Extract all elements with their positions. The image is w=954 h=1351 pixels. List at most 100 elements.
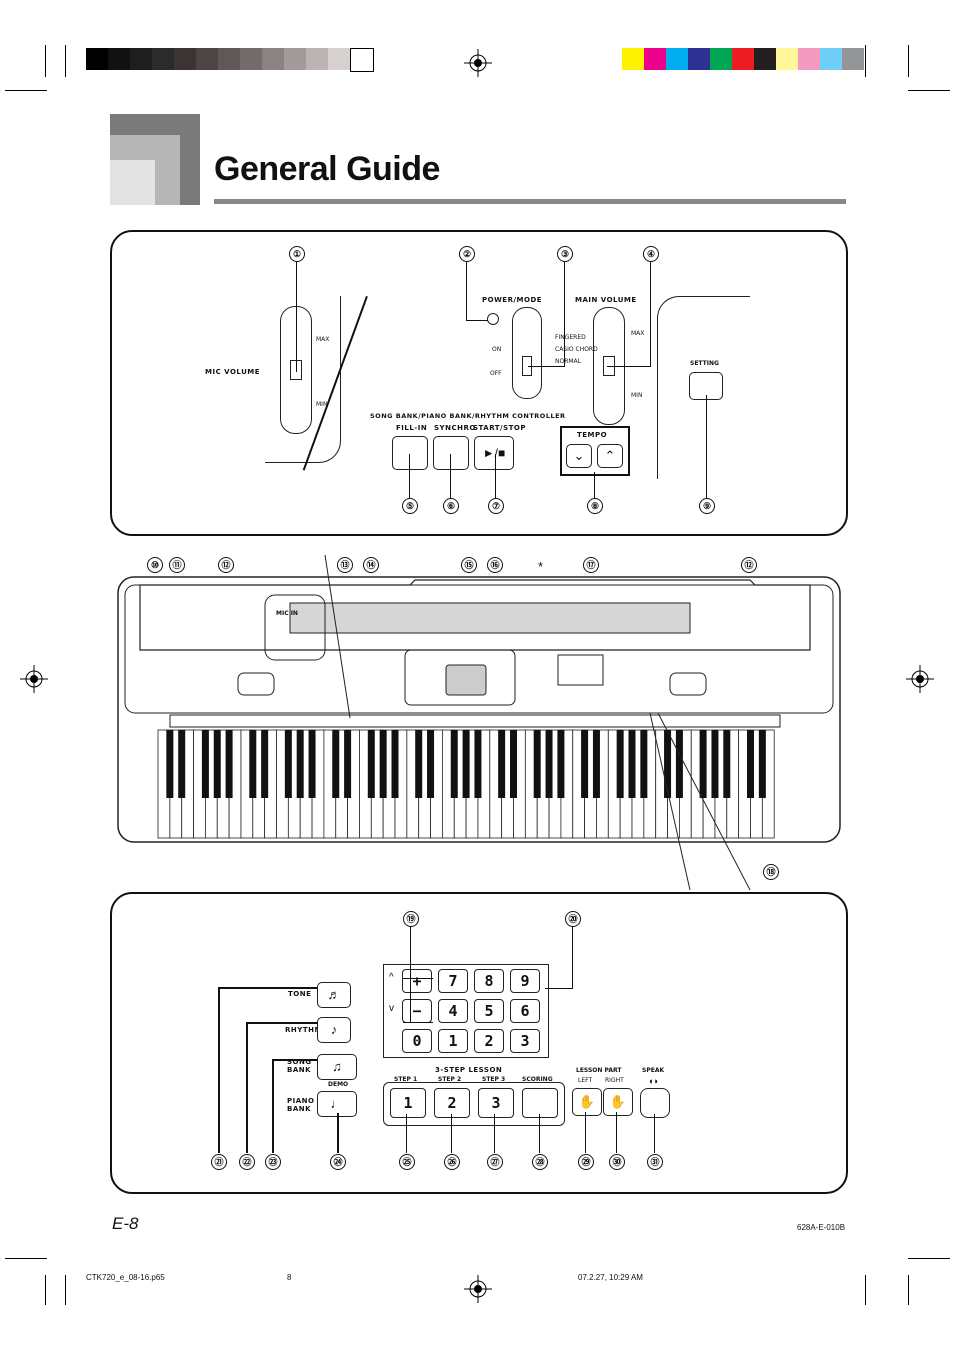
black-key: [533, 730, 541, 798]
callout-27: ㉗: [487, 1154, 503, 1170]
callout-22: ㉒: [239, 1154, 255, 1170]
black-key: [296, 730, 304, 798]
main-max-label: MAX: [631, 330, 645, 337]
asterisk-mark: *: [538, 559, 544, 574]
keypad-down-mark: v: [389, 1003, 394, 1014]
footer-file: CTK720_e_08-16.p65: [86, 1273, 165, 1282]
title-rule: [214, 199, 846, 204]
color-swatch: [842, 48, 864, 70]
synchro-button[interactable]: [433, 436, 469, 470]
off-label: OFF: [490, 370, 502, 377]
start-stop-label: START/STOP: [473, 424, 526, 432]
callout-24: ㉔: [330, 1154, 346, 1170]
keypad-key[interactable]: 7: [438, 969, 468, 993]
start-stop-button[interactable]: ►/■: [474, 436, 514, 470]
tempo-up-button[interactable]: ⌃: [597, 444, 623, 468]
callout-3: ③: [557, 246, 573, 262]
speak-button[interactable]: [640, 1088, 670, 1118]
callout-19: ⑲: [403, 911, 419, 927]
black-key: [332, 730, 340, 798]
callout-23: ㉓: [265, 1154, 281, 1170]
tone-button[interactable]: ♬: [317, 982, 351, 1008]
callout-13: ⑬: [337, 557, 353, 573]
callout-18: ⑱: [763, 864, 779, 880]
right-hand-button[interactable]: ✋: [603, 1088, 633, 1116]
callout-6: ⑥: [443, 498, 459, 514]
black-key: [201, 730, 209, 798]
black-key: [628, 730, 636, 798]
black-key: [178, 730, 186, 798]
rhythm-label: RHYTHM: [285, 1026, 322, 1034]
song-bank-label: SONG BANK: [287, 1058, 312, 1074]
keypad-key[interactable]: 9: [510, 969, 540, 993]
black-key: [592, 730, 600, 798]
keypad-key[interactable]: 4: [438, 999, 468, 1023]
black-key: [213, 730, 221, 798]
black-key: [249, 730, 257, 798]
scoring-button[interactable]: [522, 1088, 558, 1118]
on-label: ON: [492, 346, 502, 353]
black-key: [510, 730, 517, 798]
keypad-key[interactable]: 1: [438, 1029, 468, 1053]
callout-10: ⑩: [147, 557, 163, 573]
setting-label: SETTING: [690, 360, 719, 367]
footer-timestamp: 07.2.27, 10:29 AM: [578, 1273, 643, 1282]
grayscale-swatch: [240, 48, 262, 70]
keypad-key[interactable]: 0: [402, 1029, 432, 1053]
chevron-up-icon: ⌃: [604, 448, 616, 463]
color-swatch: [622, 48, 644, 70]
tempo-down-button[interactable]: ⌄: [566, 444, 592, 468]
mic-max-label: MAX: [316, 336, 330, 343]
black-key: [474, 730, 482, 798]
callout-20: ⑳: [565, 911, 581, 927]
callout-15: ⑮: [461, 557, 477, 573]
black-key: [308, 730, 316, 798]
color-swatch: [820, 48, 842, 70]
song-bank-button[interactable]: ♫: [317, 1054, 357, 1080]
keypad-key[interactable]: 6: [510, 999, 540, 1023]
color-swatch: [644, 48, 666, 70]
fill-in-label: FILL-IN: [396, 424, 428, 432]
piano-bank-label: PIANO BANK: [287, 1097, 315, 1113]
violin-icon: ♬: [327, 987, 341, 1002]
mic-volume-housing: [265, 296, 341, 463]
keypad-key[interactable]: +: [402, 969, 432, 993]
rhythm-button[interactable]: ♪: [317, 1017, 351, 1043]
step3-button[interactable]: 3: [478, 1088, 514, 1118]
callout-29: ㉙: [578, 1154, 594, 1170]
step2-button[interactable]: 2: [434, 1088, 470, 1118]
black-key: [391, 730, 399, 798]
fill-in-button[interactable]: [392, 436, 428, 470]
black-key: [379, 730, 387, 798]
mode-normal: NORMAL: [555, 358, 582, 365]
power-mode-label: POWER/MODE: [482, 296, 543, 304]
keypad-key[interactable]: 5: [474, 999, 504, 1023]
step1-button[interactable]: 1: [390, 1088, 426, 1118]
callout-16: ⑯: [487, 557, 503, 573]
black-key: [747, 730, 754, 798]
tone-label: TONE: [288, 990, 312, 998]
power-mode-switch[interactable]: [512, 307, 542, 399]
right-hand-icon: ✋: [609, 1094, 627, 1109]
controller-title: SONG BANK/PIANO BANK/RHYTHM CONTROLLER: [370, 412, 566, 420]
keyboard-illustration: [117, 555, 841, 891]
callout-28: ㉘: [532, 1154, 548, 1170]
black-key: [225, 730, 233, 798]
black-key: [415, 730, 423, 798]
main-min-label: MIN: [631, 392, 643, 399]
black-key: [758, 730, 766, 798]
registration-mark-bottom: [464, 1275, 492, 1303]
keypad-key[interactable]: −: [402, 999, 432, 1023]
keypad-key[interactable]: 8: [474, 969, 504, 993]
top-detail-panel: [110, 230, 848, 536]
registration-mark-right: [906, 665, 934, 693]
step2-label: STEP 2: [438, 1076, 462, 1083]
keypad-key[interactable]: 2: [474, 1029, 504, 1053]
black-key: [581, 730, 589, 798]
keypad-key[interactable]: 3: [510, 1029, 540, 1053]
callout-8: ⑧: [587, 498, 603, 514]
left-hand-button[interactable]: ✋: [572, 1088, 602, 1116]
black-key: [545, 730, 553, 798]
black-key: [427, 730, 435, 798]
mode-casio-chord: CASIO CHORD: [555, 346, 598, 353]
